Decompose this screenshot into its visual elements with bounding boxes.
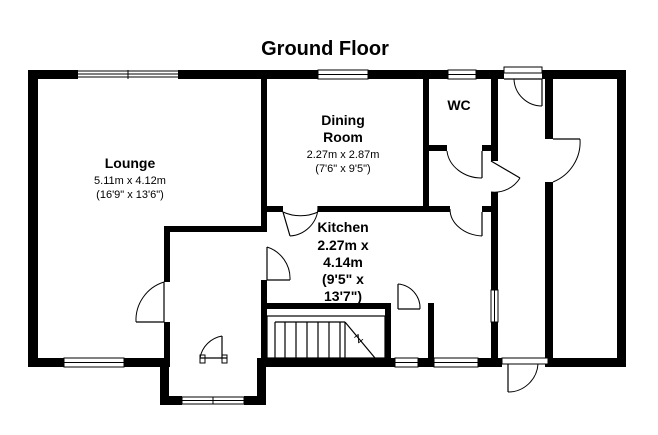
wall-wc-bottom-left (423, 145, 447, 151)
wall-top-mid (178, 70, 318, 79)
wall-bottom-left (28, 358, 64, 367)
wall-bottom-left2 (124, 358, 170, 367)
wall-bottom-right (548, 358, 626, 367)
wc-name: WC (447, 97, 470, 113)
kitchen-dim-line2: 4.14m (323, 254, 363, 270)
dining-dim-imperial: (7'6" x 9'5") (315, 163, 370, 175)
wall-dining-kitchen (318, 206, 450, 212)
wall-bottom-centre (257, 358, 395, 367)
door-lounge-hall (135, 281, 165, 323)
lounge-dim-metric: 5.11m x 4.12m (94, 175, 166, 187)
wall-lounge-dining (261, 79, 267, 229)
wall-wc-bottom-right (482, 145, 498, 151)
door-top-right (503, 66, 543, 107)
dining-name-line2: Room (323, 129, 363, 145)
wall-top-mid2 (368, 70, 448, 79)
wall-bottom-centre2 (418, 358, 434, 367)
door-kitchen-right (449, 208, 483, 237)
wall-top-left (28, 70, 78, 79)
wall-left (28, 70, 38, 367)
windows (63, 69, 499, 405)
dining-name-line1: Dining (321, 112, 365, 128)
stairs: Z (266, 315, 386, 359)
door-cupboard (397, 283, 421, 310)
wall-right (617, 70, 626, 367)
wall-dining-kitchen-left (261, 206, 283, 212)
door-hall-wc (490, 160, 521, 193)
wall-top-right2 (542, 70, 626, 79)
doors (135, 66, 581, 393)
wall-hall-top (164, 226, 267, 232)
walls (28, 70, 626, 405)
dining-dim-metric: 2.27m x 2.87m (307, 149, 380, 161)
lounge-dim-imperial: (16'9" x 13'6") (96, 189, 164, 201)
door-bottom-right (501, 357, 549, 393)
plan-title: Ground Floor (261, 38, 389, 60)
wall-hall-right-lower (261, 280, 267, 362)
door-hall-kitchen (266, 246, 291, 281)
window-lounge-top (78, 70, 178, 79)
wall-cupboard-right (428, 303, 434, 363)
wall-porch-bottom-right (244, 396, 266, 405)
door-porch-inner (199, 335, 228, 364)
wall-dining-kitchen-right (482, 206, 498, 212)
wall-wc-right (491, 79, 498, 161)
door-dining (282, 206, 319, 237)
door-corridor-right (552, 138, 581, 183)
wall-porch-right (257, 358, 266, 405)
wall-top-right1 (476, 70, 504, 79)
wall-corridor-right-lower (545, 182, 553, 367)
wall-hall-left-lower (164, 322, 170, 362)
lounge-name: Lounge (105, 155, 156, 171)
kitchen-dim-line1: 2.27m x (317, 237, 369, 253)
kitchen-dim-line3: (9'5" x (322, 271, 364, 287)
kitchen-dim-line4: 13'7") (324, 288, 362, 304)
wall-stairs-right (385, 303, 391, 363)
wall-hall-left-upper (164, 226, 170, 282)
wall-corridor-right-upper (545, 79, 553, 139)
room-labels: Lounge 5.11m x 4.12m (16'9" x 13'6") Din… (94, 97, 471, 304)
wall-stairs-top (261, 303, 391, 309)
wall-porch-bottom-left (160, 396, 182, 405)
wall-porch-left (160, 358, 169, 405)
kitchen-name: Kitchen (317, 219, 368, 235)
wall-hall-right-lower-vert (491, 192, 498, 364)
door-wc (446, 150, 483, 179)
wall-bottom-centre3 (478, 358, 502, 367)
